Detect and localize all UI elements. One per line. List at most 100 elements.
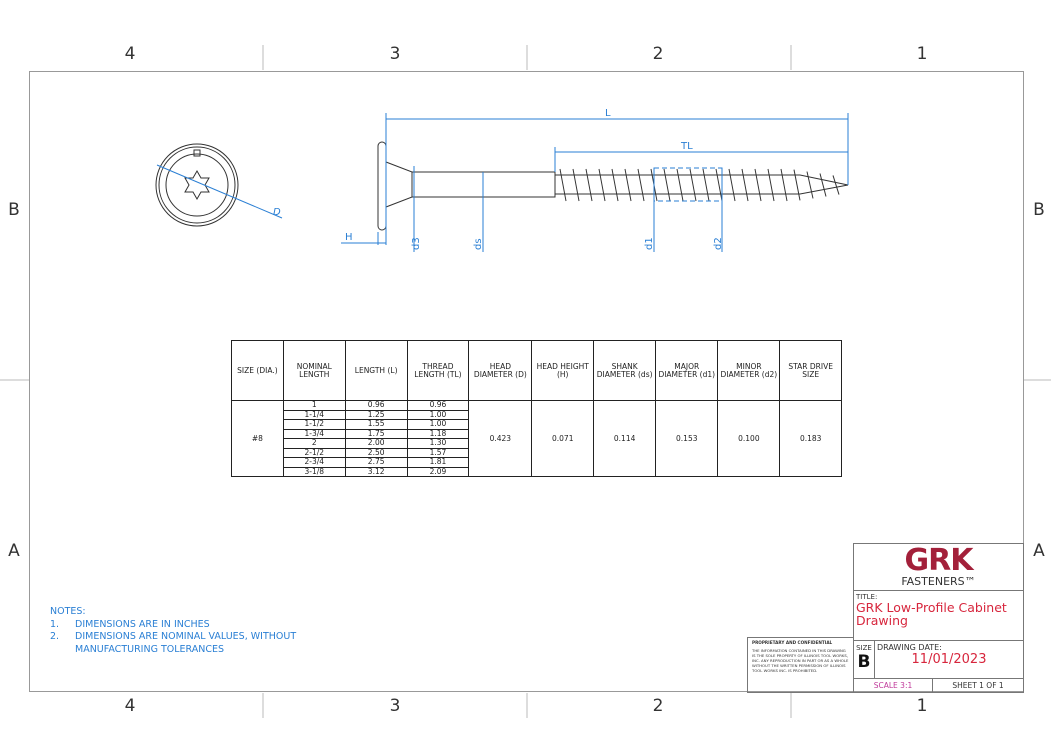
sheet-number: SHEET 1 OF 1 <box>932 678 1024 693</box>
cell-minor-diameter: 0.100 <box>717 400 781 477</box>
cell-length: 1.55 <box>344 419 408 430</box>
cell-nominal: 1-3/4 <box>282 428 346 439</box>
header-thread-length: THREAD LENGTH (TL) <box>406 340 470 401</box>
cell-length: 2.50 <box>344 447 408 458</box>
proprietary-notice: PROPRIETARY AND CONFIDENTIAL THE INFORMA… <box>747 637 854 693</box>
cell-nominal: 1-1/2 <box>282 419 346 430</box>
thread-crest <box>741 168 749 202</box>
drawing-frame <box>29 71 1024 692</box>
dim-label-d2: d2 <box>713 237 724 250</box>
zone-col-2-top: 2 <box>652 44 664 64</box>
cell-length: 2.00 <box>344 438 408 449</box>
cell-nominal: 2 <box>282 438 346 449</box>
cell-nominal: 2-1/2 <box>282 447 346 458</box>
note-text: DIMENSIONS ARE IN INCHES <box>75 618 210 630</box>
thread-crest <box>832 175 840 195</box>
thread-crest <box>728 168 736 202</box>
cell-thread: 1.57 <box>406 447 470 458</box>
cell-thread: 2.09 <box>406 466 470 477</box>
thread-crest <box>715 168 723 202</box>
dimension-lines <box>341 113 849 252</box>
title-section: TITLE: GRK Low-Profile Cabinet Drawing <box>853 590 1024 641</box>
dim-label-tl: TL <box>680 141 693 152</box>
header-shank-diameter: SHANK DIAMETER (ds) <box>593 340 657 401</box>
dim-label-h: H <box>345 232 353 243</box>
dim-label-d1: d1 <box>644 237 655 250</box>
cell-nominal: 3-1/8 <box>282 466 346 477</box>
zone-col-4-top: 4 <box>124 44 136 64</box>
header-major-diameter: MAJOR DIAMETER (d1) <box>655 340 719 401</box>
note-text: DIMENSIONS ARE NOMINAL VALUES, WITHOUT M… <box>75 631 297 655</box>
size-cell: SIZE B <box>853 640 875 679</box>
dimension-d <box>156 164 283 219</box>
logo: GRK FASTENERS™ <box>853 543 1024 591</box>
drawing-date: 11/01/2023 <box>911 652 987 667</box>
header-size: SIZE (DIA.) <box>231 340 284 401</box>
zone-col-4-bottom: 4 <box>124 696 136 716</box>
dim-label-ds: ds <box>473 238 484 250</box>
thread-crest <box>702 168 710 202</box>
zone-row-a-left: A <box>8 541 20 561</box>
thread-crest <box>780 168 788 202</box>
zone-col-2-bottom: 2 <box>652 696 664 716</box>
scale: SCALE 3:1 <box>853 678 933 693</box>
cell-nominal: 1-1/4 <box>282 409 346 420</box>
thread-crest <box>598 168 606 202</box>
thread-crest <box>663 168 671 202</box>
header-minor-diameter: MINOR DIAMETER (d2) <box>717 340 781 401</box>
note-number: 2. <box>50 631 60 642</box>
header-nominal-length: NOMINAL LENGTH <box>282 340 346 401</box>
thread-crest <box>637 168 645 202</box>
cell-thread: 1.30 <box>406 438 470 449</box>
table-row: #8 1 0.96 0.96 0.423 0.071 0.114 0.153 0… <box>231 400 842 477</box>
cell-major-diameter: 0.153 <box>655 400 719 477</box>
zone-dividers <box>0 45 1051 718</box>
notes: NOTES: 1.DIMENSIONS ARE IN INCHES 2.DIME… <box>50 606 310 656</box>
thread-crest <box>624 168 632 202</box>
cell-shank-diameter: 0.114 <box>593 400 657 477</box>
zone-col-3-bottom: 3 <box>389 696 401 716</box>
header-length: LENGTH (L) <box>344 340 408 401</box>
zone-row-a-right: A <box>1033 541 1045 561</box>
cell-size: #8 <box>231 400 284 477</box>
thread-crest <box>806 171 814 199</box>
thread-crest <box>767 168 775 202</box>
thread-crest <box>819 173 827 197</box>
zone-col-1-bottom: 1 <box>916 696 928 716</box>
cell-nominal: 2-3/4 <box>282 457 346 468</box>
thread-crest <box>611 168 619 202</box>
cell-nominal: 1 <box>282 400 346 411</box>
cell-length: 1.75 <box>344 428 408 439</box>
thread-crest <box>754 168 762 202</box>
header-head-diameter: HEAD DIAMETER (D) <box>468 340 533 401</box>
dim-label-l: L <box>605 108 611 119</box>
cell-head-height: 0.071 <box>531 400 595 477</box>
note-item: 2. DIMENSIONS ARE NOMINAL VALUES, WITHOUT… <box>50 631 310 656</box>
screw-threads <box>559 168 840 202</box>
cell-thread: 0.96 <box>406 400 470 411</box>
cell-thread: 1.81 <box>406 457 470 468</box>
cell-length: 3.12 <box>344 466 408 477</box>
cell-length: 2.75 <box>344 457 408 468</box>
cell-thread: 1.18 <box>406 428 470 439</box>
note-item: 1. DIMENSIONS ARE IN INCHES <box>50 619 310 632</box>
cell-head-diameter: 0.423 <box>468 400 533 477</box>
screw-head-end-view <box>155 143 239 227</box>
thread-crest <box>572 168 580 202</box>
thread-crest <box>585 168 593 202</box>
cell-length: 1.25 <box>344 409 408 420</box>
header-head-height: HEAD HEIGHT (H) <box>531 340 595 401</box>
zone-col-1-top: 1 <box>916 44 928 64</box>
cell-length: 0.96 <box>344 400 408 411</box>
screw-side-view <box>377 141 849 231</box>
note-number: 1. <box>50 618 60 630</box>
thread-crest <box>559 168 567 202</box>
dim-label-d3: d3 <box>411 237 422 250</box>
star-drive-icon <box>184 169 210 201</box>
thread-crest <box>676 168 684 202</box>
cell-thread: 1.00 <box>406 409 470 420</box>
table-header-row: SIZE (DIA.) NOMINAL LENGTH LENGTH (L) TH… <box>231 340 842 401</box>
